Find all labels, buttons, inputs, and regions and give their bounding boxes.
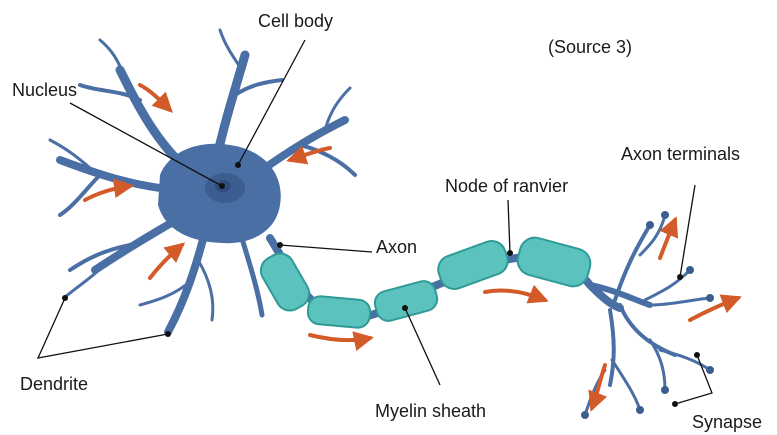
leader-lines — [38, 40, 712, 404]
axon-label: Axon — [376, 238, 417, 256]
terminal-buttons — [581, 211, 714, 419]
nucleus-label: Nucleus — [12, 81, 77, 99]
myelin-sheath-label: Myelin sheath — [375, 402, 486, 420]
axon-terminals-label: Axon terminals — [621, 145, 740, 163]
axon-terminal-branches — [585, 215, 710, 415]
dendrite-label: Dendrite — [20, 375, 88, 393]
myelin-segments — [256, 234, 594, 328]
cell-body-label: Cell body — [258, 12, 333, 30]
source-note: (Source 3) — [548, 38, 632, 56]
node-of-ranvier-label: Node of ranvier — [445, 177, 568, 195]
synapse-label: Synapse — [692, 413, 762, 431]
